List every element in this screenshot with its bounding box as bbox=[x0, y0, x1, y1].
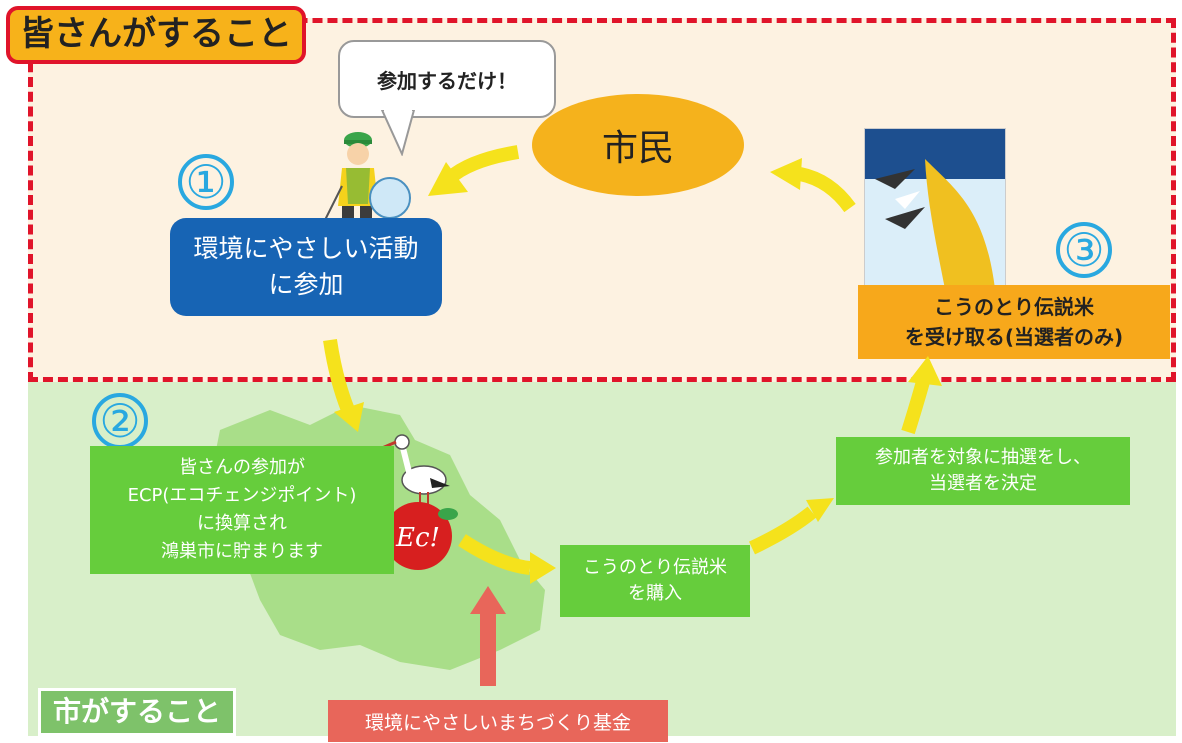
purchase-line-2: を購入 bbox=[628, 583, 682, 604]
fund-box: 環境にやさしいまちづくり基金 bbox=[328, 700, 668, 742]
purchase-box: こうのとり伝説米 を購入 bbox=[560, 545, 750, 617]
ecp-logo-text: Ec! bbox=[395, 523, 440, 553]
step-2-line-4: 鴻巣市に貯まります bbox=[161, 541, 323, 562]
step-3-line-2: を受け取る(当選者のみ) bbox=[904, 325, 1124, 349]
step-3-line-1: こうのとり伝説米 bbox=[934, 295, 1094, 319]
arrow-lottery-to-step3 bbox=[901, 356, 942, 435]
top-section-title: 皆さんがすること bbox=[6, 6, 306, 64]
step-3-box: こうのとり伝説米 を受け取る(当選者のみ) bbox=[858, 285, 1170, 359]
rice-poster-graphic bbox=[865, 129, 1005, 289]
arrow-purchase-to-lottery bbox=[749, 498, 834, 555]
arrow-poster-to-citizen bbox=[770, 158, 856, 213]
dashed-frame bbox=[28, 18, 1176, 382]
lottery-box: 参加者を対象に抽選をし、 当選者を決定 bbox=[836, 437, 1130, 505]
speech-bubble-tail bbox=[380, 110, 416, 156]
step-2-line-2: ECP(エコチェンジポイント) bbox=[127, 485, 357, 506]
arrow-fund-up bbox=[470, 586, 506, 686]
step-2-box: 皆さんの参加が ECP(エコチェンジポイント) に換算され 鴻巣市に貯まります bbox=[90, 446, 394, 574]
lottery-line-2: 当選者を決定 bbox=[929, 473, 1037, 494]
bottom-section-title: 市がすること bbox=[38, 688, 237, 736]
step-3-number: ③ bbox=[1056, 222, 1112, 278]
arrow-ecp-to-purchase bbox=[458, 534, 556, 584]
step-1-box: 環境にやさしい活動 に参加 bbox=[170, 218, 442, 316]
step-1-line-2: に参加 bbox=[268, 270, 344, 299]
purchase-line-1: こうのとり伝説米 bbox=[583, 557, 727, 578]
step-1-line-1: 環境にやさしい活動 bbox=[193, 234, 419, 263]
stork-illustration bbox=[381, 434, 450, 508]
citizen-ellipse: 市民 bbox=[532, 94, 744, 196]
step-2-line-1: 皆さんの参加が bbox=[179, 457, 305, 478]
step-1-number: ① bbox=[178, 154, 234, 210]
speech-bubble: 参加するだけ！ bbox=[338, 40, 556, 118]
lottery-line-1: 参加者を対象に抽選をし、 bbox=[875, 447, 1091, 468]
rice-poster-image bbox=[864, 128, 1006, 290]
arrow-citizen-to-volunteer bbox=[428, 145, 520, 196]
ecp-apple-logo: Ec! bbox=[384, 502, 458, 570]
step-2-line-3: に換算され bbox=[197, 513, 287, 534]
arrow-step1-down bbox=[323, 338, 364, 432]
